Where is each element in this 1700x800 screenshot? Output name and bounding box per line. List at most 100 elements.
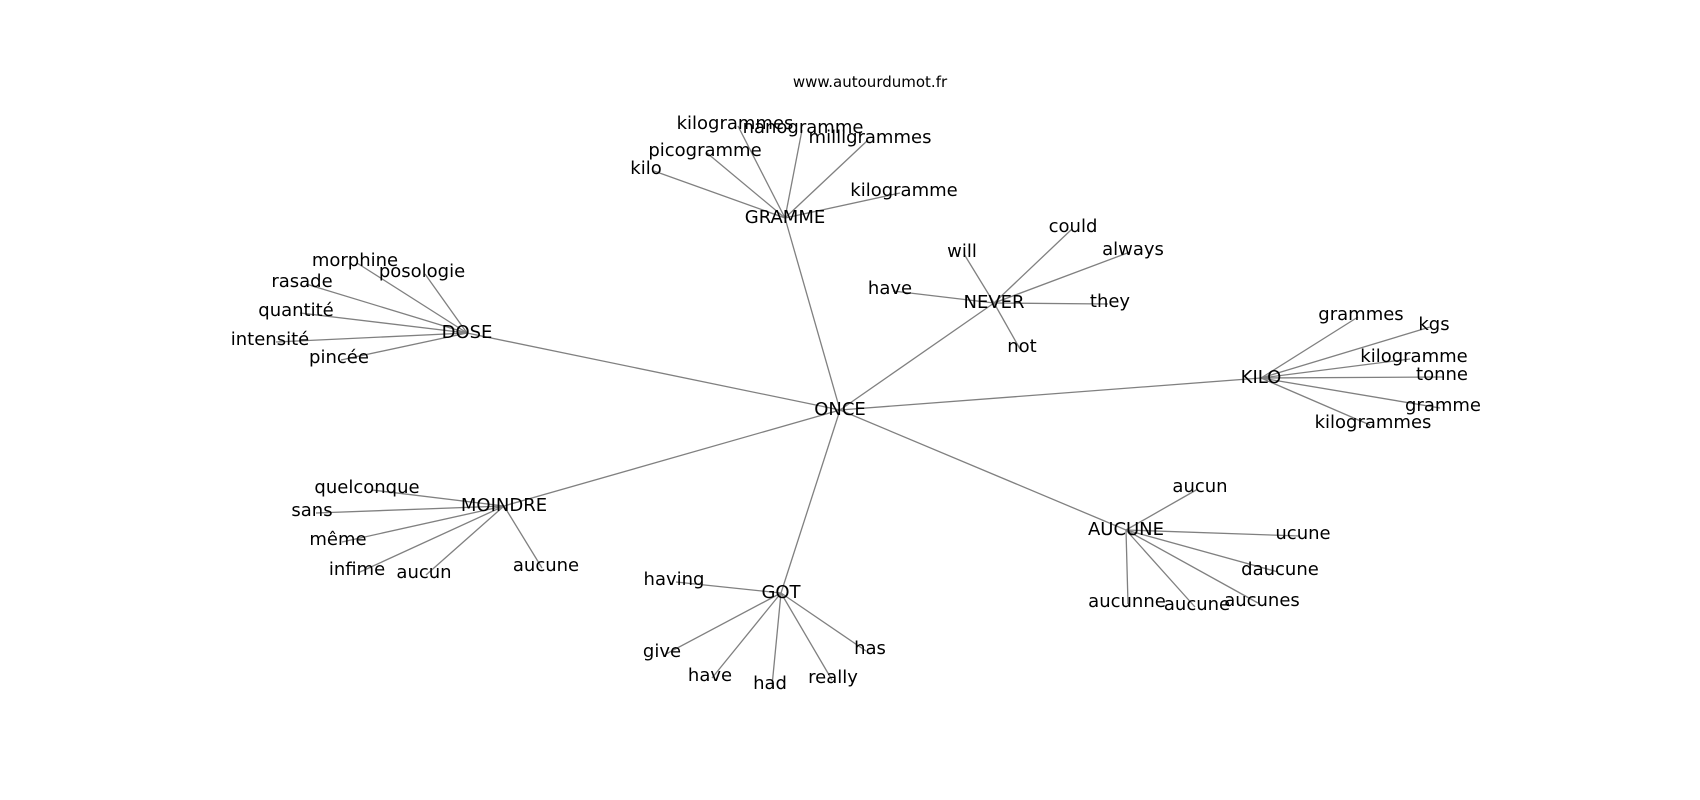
edge-never-could [993,228,1073,304]
edge-dose-quantite [299,312,468,334]
edge-dose-pincee [340,332,468,361]
leaf-word-aucune-aucune: aucune [1164,594,1230,615]
leaf-word-got-give: give [643,641,681,662]
edge-dose-posologie [424,273,468,334]
edge-aucune-aucune [1125,529,1196,608]
edge-center-dose [466,332,841,411]
leaf-word-aucune-ucune: ucune [1275,523,1330,544]
edge-center-gramme [784,217,841,411]
hub-word-got: GOT [761,582,801,603]
edge-dose-intensite [275,332,468,343]
edge-moindre-infime [359,505,505,573]
leaf-word-got-had: had [753,673,787,694]
edge-gramme-kilogrammes [737,125,786,219]
leaf-word-got-having: having [644,569,705,590]
leaf-word-moindre-quelconque: quelconque [314,477,419,498]
hub-word-moindre: MOINDRE [461,495,547,516]
graph-labels: ONCEGRAMMEkilopicogrammekilogrammesnanog… [231,113,1481,694]
edge-moindre-sans [315,505,505,514]
edge-got-have [711,592,782,679]
edge-center-moindre [503,409,841,507]
leaf-word-moindre-sans: sans [291,500,332,521]
leaf-word-moindre-aucun: aucun [396,562,451,583]
graph-edges [275,125,1445,687]
edge-aucune-aucunne [1125,529,1129,605]
edge-got-having [675,581,782,594]
edge-kilo-grammes [1260,316,1359,379]
edge-never-not [993,302,1021,350]
leaf-word-gramme-kilo: kilo [630,158,661,179]
edge-kilo-kgs [1260,326,1431,379]
leaf-word-gramme-nanogramme: nanogramme [743,117,864,138]
leaf-word-got-have: have [688,665,732,686]
edge-aucune-aucunes [1125,529,1259,604]
leaf-word-aucune-aucunne: aucunne [1088,591,1166,612]
edge-gramme-kilogramme [784,192,901,219]
leaf-word-dose-posologie: posologie [379,261,465,282]
edge-dose-morphine [356,262,468,334]
leaf-word-kilo-grammes: grammes [1318,304,1403,325]
leaf-word-gramme-picogramme: picogramme [648,140,761,161]
leaf-word-kilo-kilogrammes: kilogrammes [1315,412,1432,433]
edge-kilo-kilogramme [1260,358,1411,379]
edge-moindre-meme [341,505,505,543]
leaf-word-kilo-kilogramme: kilogramme [1360,346,1467,367]
leaf-word-gramme-kilogrammes: kilogrammes [677,113,794,134]
edge-gramme-picogramme [706,152,786,219]
leaf-word-moindre-meme: même [309,529,366,550]
leaf-word-kilo-kgs: kgs [1418,314,1449,335]
edge-center-kilo [839,377,1262,411]
leaf-word-kilo-tonne: tonne [1416,364,1468,385]
hub-word-aucune: AUCUNE [1088,519,1164,540]
edge-kilo-kilogrammes [1260,377,1371,426]
edge-never-have [892,290,995,304]
leaf-word-gramme-kilogramme: kilogramme [850,180,957,201]
edge-got-has [780,592,867,652]
edge-aucune-daucune [1125,529,1279,573]
leaf-word-kilo-gramme: gramme [1405,395,1481,416]
leaf-word-dose-rasade: rasade [271,271,332,292]
leaf-word-never-they: they [1090,291,1131,312]
edge-dose-rasade [305,283,468,334]
edge-center-never [839,302,995,411]
edge-gramme-nanogramme [784,129,803,219]
edge-kilo-gramme [1260,377,1441,409]
edge-never-will [963,253,995,304]
edge-aucune-aucun [1125,488,1199,531]
leaf-word-aucune-daucune: daucune [1241,559,1319,580]
leaf-word-dose-morphine: morphine [312,250,398,271]
leaf-word-gramme-milligrammes: milligrammes [809,127,932,148]
edge-gramme-kilo [653,170,786,219]
edge-moindre-aucun [425,505,505,576]
leaf-word-got-has: has [854,638,886,659]
hub-word-dose: DOSE [442,322,493,343]
edge-moindre-quelconque [371,489,505,507]
edge-center-got [780,409,841,594]
hub-word-gramme: GRAMME [745,207,825,228]
leaf-word-dose-intensite: intensité [231,329,309,350]
edge-moindre-aucune [503,505,543,569]
hub-word-never: NEVER [963,292,1024,313]
leaf-word-dose-pincee: pincée [309,347,369,368]
leaf-word-got-really: really [808,667,858,688]
leaf-word-aucune-aucunes: aucunes [1224,590,1300,611]
source-url: www.autourdumot.fr [792,73,948,91]
edge-got-really [780,592,833,681]
leaf-word-never-always: always [1102,239,1164,260]
leaf-word-never-will: will [947,241,977,262]
leaf-word-moindre-aucune: aucune [513,555,579,576]
leaf-word-dose-quantite: quantité [258,300,333,321]
edge-got-had [771,592,782,687]
edge-kilo-tonne [1260,376,1445,379]
edge-never-they [993,302,1109,305]
hub-word-kilo: KILO [1241,367,1282,388]
leaf-word-never-have: have [868,278,912,299]
leaf-word-never-not: not [1007,336,1036,357]
edge-aucune-ucune [1125,529,1301,537]
edge-never-always [993,251,1131,304]
edge-gramme-milligrammes [784,139,869,219]
leaf-word-aucune-aucun: aucun [1172,476,1227,497]
leaf-word-moindre-infime: infime [329,559,385,580]
edge-center-aucune [839,409,1127,531]
